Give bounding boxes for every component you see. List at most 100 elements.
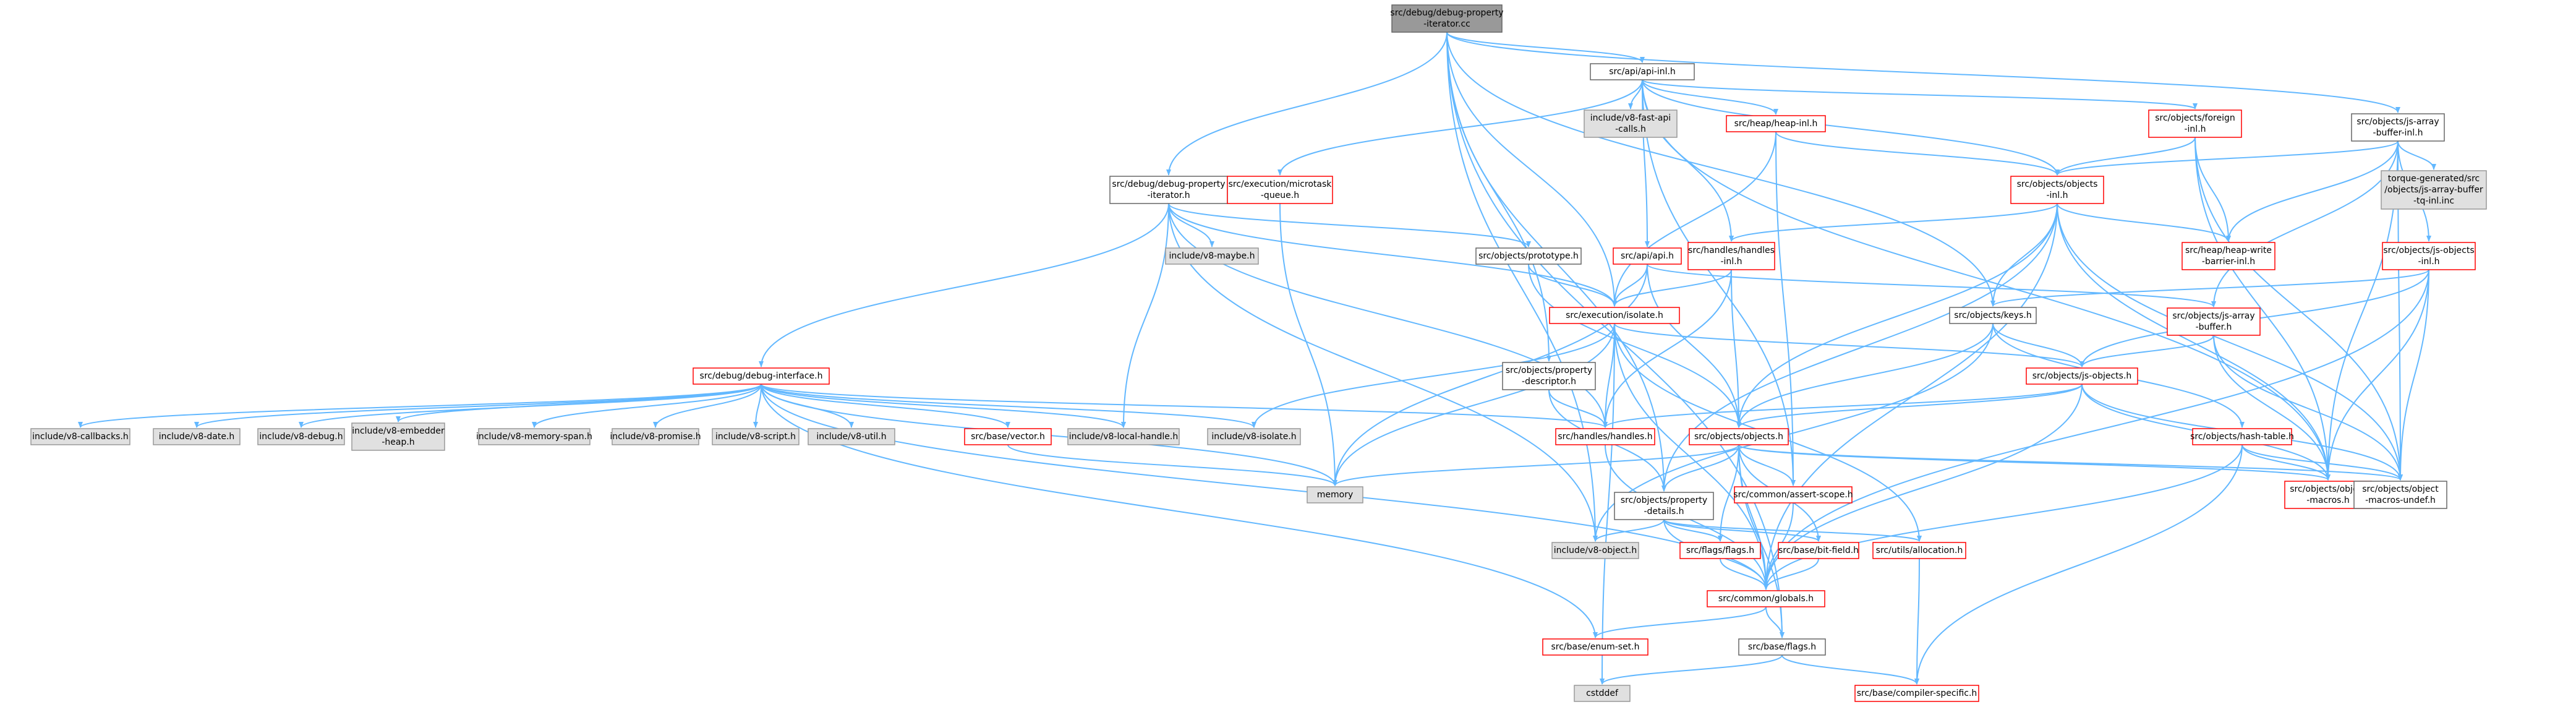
node-object_macros_undef[interactable]: src/objects/object-macros-undef.h [2353, 481, 2447, 509]
edge-prop_details-to-bit_field [1663, 519, 1821, 542]
node-label-object_macros_undef-1: -macros-undef.h [2365, 495, 2436, 505]
node-label-js_objects_inl-1: -inl.h [2418, 257, 2439, 267]
node-label-torque_gen-1: /objects/js-array-buffer [2384, 185, 2483, 195]
edge-microtask_queue-to-memory [1279, 203, 1337, 486]
node-v8_callbacks[interactable]: include/v8-callbacks.h [30, 428, 130, 445]
node-box-foreign_inl [2148, 109, 2242, 138]
edge-globals-to-base_flags [1765, 606, 1785, 638]
node-label-torque_gen-2: -tq-inl.inc [2413, 196, 2454, 206]
edge-root-to-prop_descriptor [1446, 32, 1551, 362]
node-js_objects_h[interactable]: src/objects/js-objects.h [2026, 367, 2138, 385]
node-isolate_h[interactable]: src/execution/isolate.h [1549, 307, 1680, 324]
edge-prototype_h-to-objects_h [1528, 264, 1741, 428]
node-debug_interface[interactable]: src/debug/debug-interface.h [693, 367, 830, 385]
node-assert_scope[interactable]: src/common/assert-scope.h [1733, 486, 1853, 503]
node-microtask_queue[interactable]: src/execution/microtask-queue.h [1227, 176, 1333, 204]
node-memory[interactable]: memory [1307, 486, 1363, 503]
node-base_flags[interactable]: src/base/flags.h [1738, 638, 1826, 656]
edge-debug_prop_iter_h-to-v8_object [1168, 203, 1598, 542]
edge-handles_inl-to-objects_h [1731, 269, 1741, 428]
node-v8_promise[interactable]: include/v8-promise.h [610, 428, 701, 445]
edge-js_objects_h-to-objects_h [1736, 383, 2083, 428]
edge-heap_inl-to-objects_inl [1775, 131, 2060, 176]
edge-objects_inl-to-handles_inl [1729, 203, 2058, 242]
node-cstddef[interactable]: cstddef [1574, 685, 1631, 702]
edge-prototype_h-to-isolate_h [1528, 264, 1617, 307]
node-torque_gen[interactable]: torque-generated/src/objects/js-array-bu… [2381, 170, 2487, 210]
edge-keys_h-to-js_objects_h [1992, 323, 2084, 367]
edge-isolate_h-to-memory [1333, 323, 1615, 486]
edge-api_inl-to-foreign_inl [1642, 79, 2198, 109]
node-v8_memory_span[interactable]: include/v8-memory-span.h [476, 428, 592, 445]
edge-debug_interface-to-v8_callbacks [78, 383, 762, 428]
node-foreign_inl[interactable]: src/objects/foreign-inl.h [2148, 109, 2242, 138]
edge-foreign_inl-to-object_macros [2194, 137, 2331, 481]
node-label-globals-0: src/common/globals.h [1718, 594, 1814, 604]
node-keys_h[interactable]: src/objects/keys.h [1949, 307, 2037, 324]
node-label-api_h-0: src/api/api.h [1621, 251, 1674, 261]
edge-objects_h-to-object_macros_undef [1738, 444, 2403, 481]
node-compiler_specific[interactable]: src/base/compiler-specific.h [1854, 685, 1979, 702]
node-v8_embedder_heap[interactable]: include/v8-embedder-heap.h [351, 422, 445, 451]
edge-objects_inl-to-object_macros_undef [2057, 203, 2403, 481]
node-label-objects_h-0: src/objects/objects.h [1694, 432, 1783, 442]
node-box-v8_callbacks [30, 428, 130, 445]
node-box-objects_h [1689, 428, 1789, 445]
node-objects_h[interactable]: src/objects/objects.h [1689, 428, 1789, 445]
edge-debug_interface-to-v8_local_handle [761, 383, 1126, 428]
edge-objects_inl-to-heap_write_barrier [2057, 203, 2231, 242]
node-api_inl[interactable]: src/api/api-inl.h [1590, 63, 1695, 80]
node-label-v8_script-0: include/v8-script.h [715, 432, 796, 442]
node-v8_util[interactable]: include/v8-util.h [808, 428, 895, 445]
node-prop_details[interactable]: src/objects/property-details.h [1614, 492, 1714, 520]
node-box-object_macros_undef [2353, 481, 2447, 509]
node-heap_write_barrier[interactable]: src/heap/heap-write-barrier-inl.h [2181, 242, 2275, 270]
node-objects_inl[interactable]: src/objects/objects-inl.h [2010, 176, 2104, 204]
edge-debug_interface-to-v8_memory_span [532, 383, 762, 428]
node-js_array_buffer_h[interactable]: src/objects/js-array-buffer.h [2167, 307, 2261, 336]
edge-root-to-debug_prop_iter_h [1166, 32, 1448, 176]
node-box-handles_inl [1687, 242, 1775, 270]
node-api_h[interactable]: src/api/api.h [1613, 247, 1682, 265]
node-v8_script[interactable]: include/v8-script.h [712, 428, 800, 445]
edge-handles_inl-to-isolate_h [1612, 269, 1732, 307]
node-handles_inl[interactable]: src/handles/handles-inl.h [1687, 242, 1775, 270]
edge-api_inl-to-v8_fast_api [1628, 79, 1643, 109]
node-root[interactable]: src/debug/debug-property-iterator.cc [1390, 4, 1504, 33]
node-prototype_h[interactable]: src/objects/prototype.h [1475, 247, 1582, 265]
node-flags_h[interactable]: src/flags/flags.h [1679, 542, 1761, 559]
node-globals[interactable]: src/common/globals.h [1707, 590, 1825, 607]
node-heap_inl[interactable]: src/heap/heap-inl.h [1726, 115, 1826, 132]
node-box-v8_memory_span [478, 428, 591, 445]
node-js_objects_inl[interactable]: src/objects/js-objects-inl.h [2382, 242, 2476, 270]
node-box-v8_embedder_heap [351, 422, 445, 451]
node-handles_h[interactable]: src/handles/handles.h [1555, 428, 1655, 445]
node-enum_set[interactable]: src/base/enum-set.h [1542, 638, 1648, 656]
node-v8_maybe[interactable]: include/v8-maybe.h [1165, 247, 1259, 265]
node-box-root [1391, 4, 1503, 33]
node-v8_local_handle[interactable]: include/v8-local-handle.h [1067, 428, 1180, 445]
node-label-objects_inl-1: -inl.h [2046, 191, 2068, 200]
edge-objects_inl-to-objects_h [1736, 203, 2058, 428]
node-object_macros[interactable]: src/objects/object-macros.h [2284, 481, 2372, 509]
node-v8_date[interactable]: include/v8-date.h [153, 428, 241, 445]
edge-base_vector-to-memory [1007, 444, 1337, 486]
node-v8_fast_api[interactable]: include/v8-fast-api-calls.h [1584, 109, 1678, 138]
node-allocation[interactable]: src/utils/allocation.h [1872, 542, 1966, 559]
node-v8_isolate[interactable]: include/v8-isolate.h [1207, 428, 1301, 445]
node-js_array_buffer_inl[interactable]: src/objects/js-array-buffer-inl.h [2351, 113, 2445, 142]
node-box-memory [1307, 486, 1363, 503]
node-bit_field[interactable]: src/base/bit-field.h [1778, 542, 1859, 559]
node-v8_object[interactable]: include/v8-object.h [1551, 542, 1639, 559]
node-base_vector[interactable]: src/base/vector.h [964, 428, 1052, 445]
edge-objects_h-to-flags_h [1718, 444, 1739, 542]
node-v8_debug[interactable]: include/v8-debug.h [257, 428, 345, 445]
edge-debug_prop_iter_h-to-handles_h [1168, 203, 1608, 428]
node-box-base_vector [964, 428, 1052, 445]
node-prop_descriptor[interactable]: src/objects/property-descriptor.h [1502, 362, 1596, 390]
node-debug_prop_iter_h[interactable]: src/debug/debug-property-iterator.h [1109, 176, 1228, 204]
node-box-assert_scope [1734, 486, 1853, 503]
node-box-heap_inl [1726, 115, 1826, 132]
node-hash_table[interactable]: src/objects/hash-table.h [2190, 428, 2294, 445]
